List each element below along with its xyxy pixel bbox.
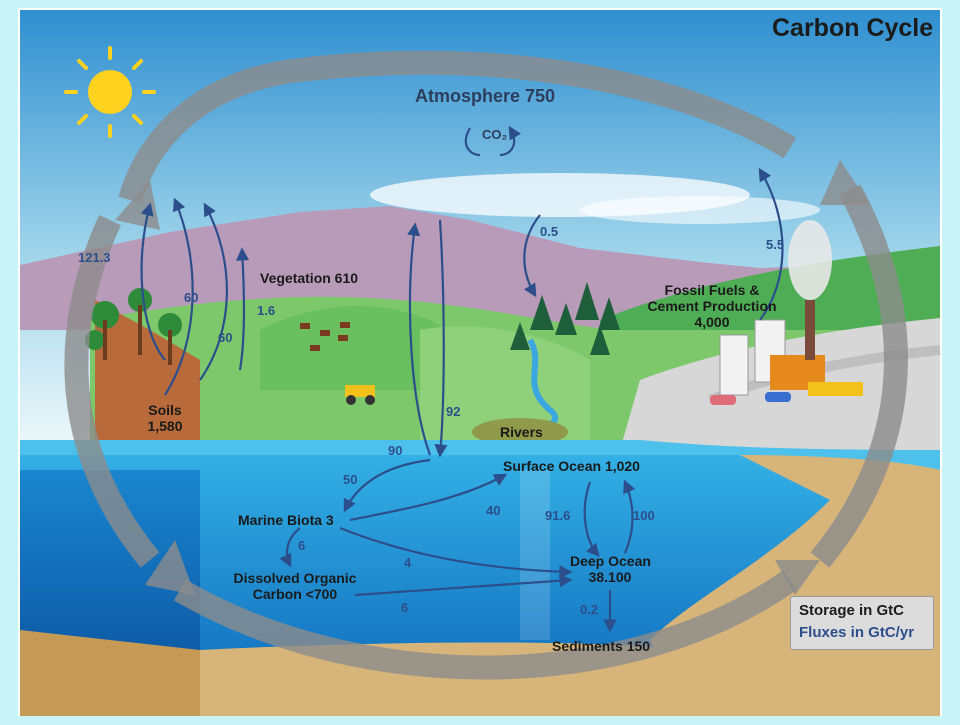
cloud — [580, 196, 820, 224]
forest-trees — [510, 282, 620, 355]
atmosphere-label: Atmosphere 750 — [415, 86, 556, 106]
ocean — [20, 455, 850, 650]
deep-ocean-name: Deep Ocean — [570, 553, 651, 569]
doc-line-2: Carbon <700 — [252, 586, 338, 603]
soils-name: Soils — [148, 402, 182, 418]
rivers-label: Rivers — [500, 424, 543, 440]
flux-6-b: 6 — [401, 600, 409, 615]
marine-biota-label: Marine Biota 3 — [238, 512, 334, 528]
fossil-fuels-label: Fossil Fuels & Cement Production 4,000 — [632, 282, 792, 330]
flux-0-5: 0.5 — [540, 224, 559, 239]
flux-91-6: 91.6 — [545, 508, 571, 523]
cycle-arrows — [64, 50, 908, 680]
sun-icon — [64, 46, 156, 138]
co2-label: CO₂ — [482, 127, 508, 142]
deep-ocean-value: 38.100 — [588, 569, 632, 586]
flux-0-2: 0.2 — [580, 602, 599, 617]
soils-value: 1,580 — [147, 418, 183, 435]
flux-40: 40 — [486, 503, 501, 518]
fossil-line-1: Fossil Fuels & — [664, 282, 760, 298]
legend-box: Storage in GtC Fluxes in GtC/yr — [790, 596, 934, 650]
legend-fluxes: Fluxes in GtC/yr — [799, 624, 915, 641]
factory — [719, 220, 832, 396]
seabed-front — [20, 630, 200, 716]
ocean-front-face — [20, 470, 200, 650]
soils-label: Soils 1,580 — [135, 402, 195, 434]
tractor-icon — [345, 385, 375, 405]
sediments-label: Sediments 150 — [552, 638, 651, 654]
diagram-title: Carbon Cycle — [772, 14, 934, 42]
cycle-arrowheads — [115, 160, 870, 595]
flux-121-3: 121.3 — [78, 250, 111, 265]
soils-cliff — [95, 300, 200, 445]
vegetation-hill — [260, 306, 470, 390]
fossil-value: 4,000 — [694, 314, 730, 331]
surface-ocean-label: Surface Ocean 1,020 — [503, 458, 640, 474]
sediment-stream — [520, 470, 550, 640]
flux-1-6: 1.6 — [257, 303, 276, 318]
deep-ocean-label: Deep Ocean 38.100 — [570, 553, 651, 586]
right-hill — [600, 246, 940, 330]
flux-92: 92 — [446, 404, 461, 419]
flux-6-a: 6 — [298, 538, 306, 553]
flux-4: 4 — [404, 555, 412, 570]
flux-5-5: 5.5 — [766, 237, 785, 252]
vehicles — [710, 382, 863, 405]
flux-arrows — [140, 125, 784, 633]
doc-line-1: Dissolved Organic — [233, 570, 357, 586]
flux-100: 100 — [633, 508, 655, 523]
fossil-line-2: Cement Production — [647, 298, 777, 315]
vegetation-label: Vegetation 610 — [260, 270, 359, 286]
flux-50: 50 — [343, 472, 358, 487]
flux-60-b: 60 — [218, 330, 233, 345]
soil-trees — [85, 288, 182, 365]
legend-storage: Storage in GtC — [799, 602, 905, 619]
dissolved-organic-carbon-label: Dissolved Organic Carbon <700 — [220, 570, 370, 602]
rivers-delta — [472, 418, 568, 446]
flux-60-a: 60 — [184, 290, 199, 305]
cattle — [300, 322, 350, 351]
flux-90: 90 — [388, 443, 403, 458]
smoke — [788, 220, 832, 300]
